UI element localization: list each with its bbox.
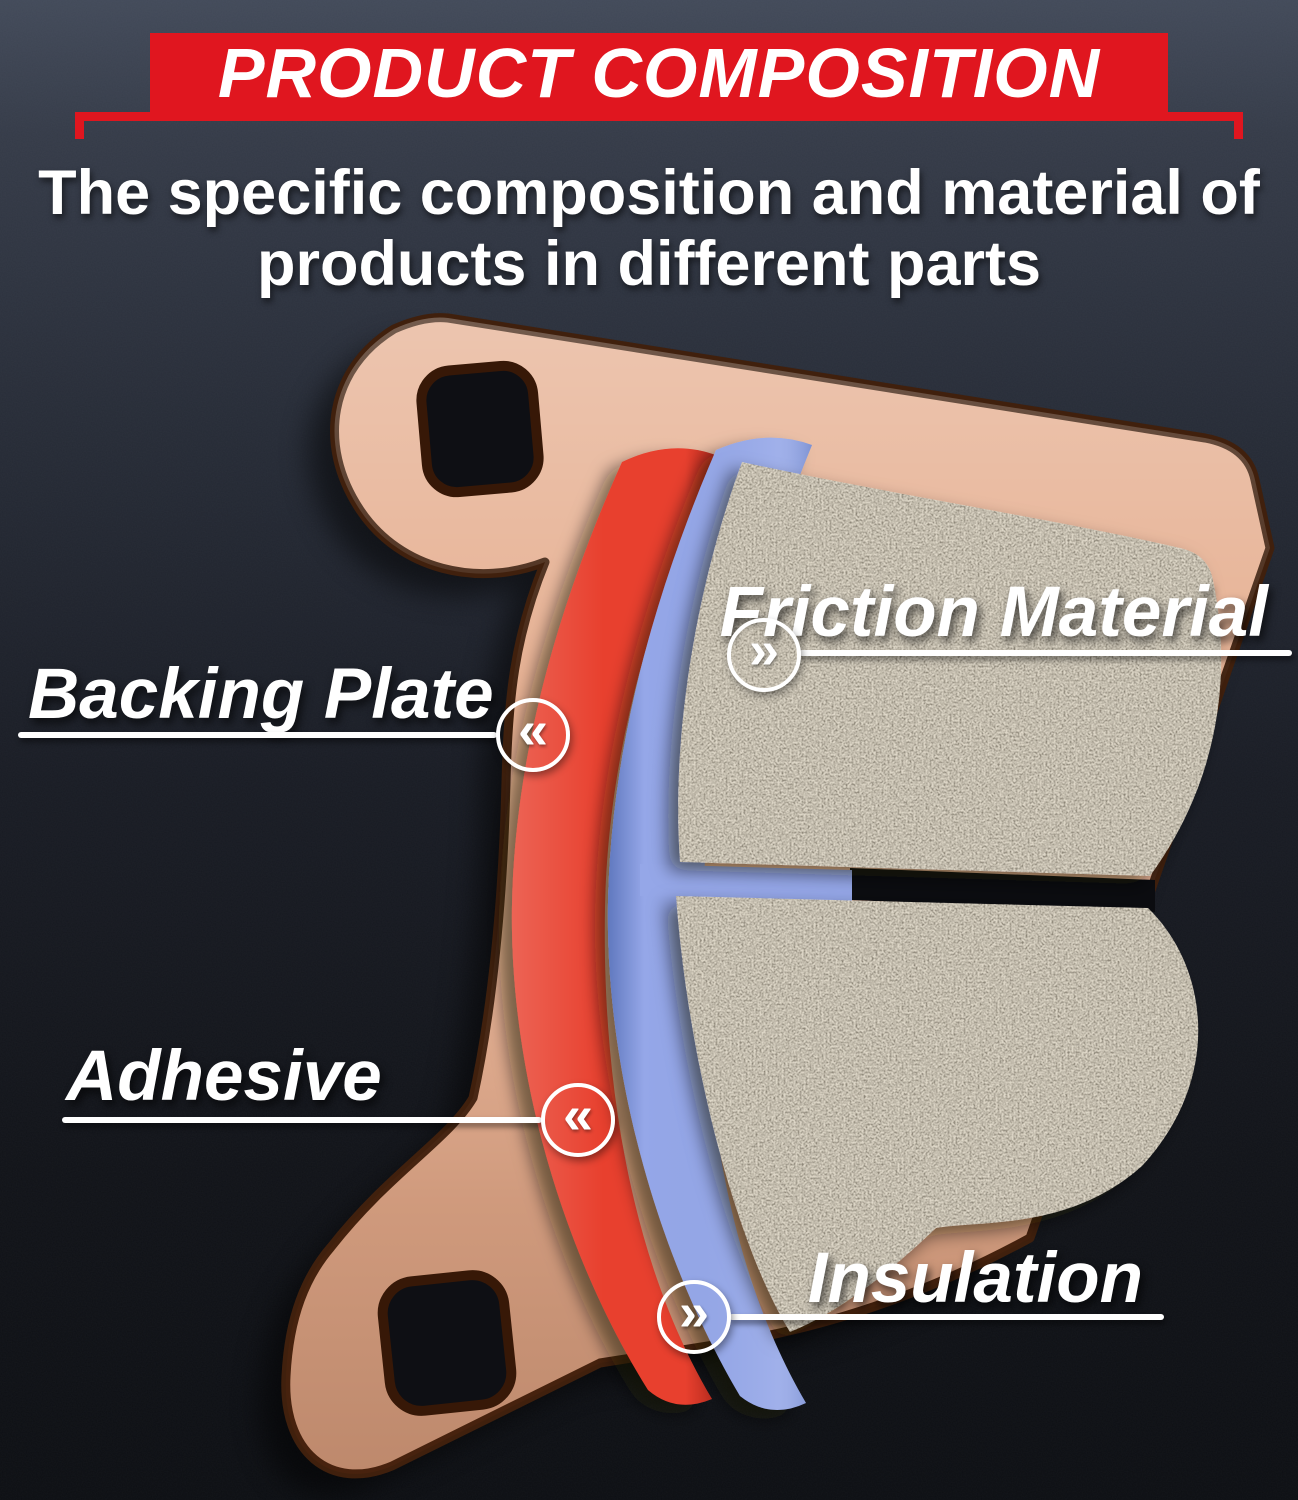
adhesive-layer-shading [511,448,718,1405]
pad-slot-gap [850,868,1155,912]
mounting-hole-bottom [377,1270,517,1416]
mounting-hole-top [416,360,544,498]
friction-material-lower-shape [676,896,1199,1332]
pad-slot-insulation [640,864,852,901]
friction-material-upper-shape [678,462,1222,876]
insulation-layer-shading [607,437,812,1411]
